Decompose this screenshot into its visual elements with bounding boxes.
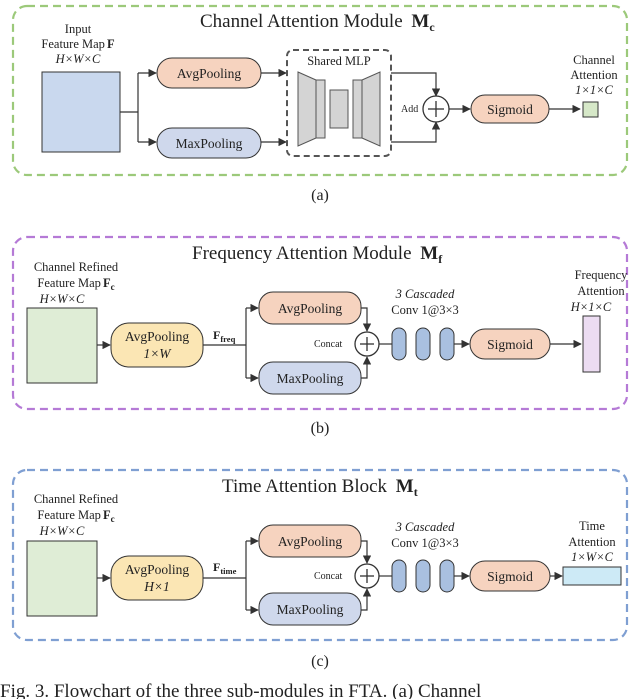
module-b-feature-label: Ffreq	[213, 328, 236, 344]
module-c-input-dims: H×W×C	[39, 524, 85, 538]
module-a-sigmoid-node: Sigmoid	[470, 94, 550, 124]
module-b-input-label-1: Channel Refined	[34, 260, 119, 274]
module-c-input-feature-map	[26, 540, 98, 617]
module-c-sigmoid-node: Sigmoid	[469, 560, 551, 592]
figure-footer-text: Fig. 3. Flowchart of the three sub-modul…	[0, 681, 481, 699]
caption-c: (c)	[311, 653, 329, 670]
module-b-conv-cell	[439, 327, 455, 361]
module-b-border	[11, 235, 629, 411]
module-b-avgpool-label: AvgPooling	[278, 301, 343, 316]
module-a-add-node	[422, 95, 450, 123]
module-c-conv-cell	[415, 559, 431, 593]
module-c-conv-stack	[391, 559, 455, 593]
module-b-input-feature-map	[26, 307, 98, 384]
module-c-feature-label: Ftime	[213, 560, 237, 576]
module-a-out-label-2: Attention	[570, 68, 618, 82]
module-b-sigmoid-label: Sigmoid	[487, 337, 533, 352]
module-a-avgpool-label: AvgPooling	[177, 66, 242, 81]
module-c-border	[11, 468, 629, 642]
module-c-out-dims: 1×W×C	[571, 550, 614, 564]
module-b-main-avgpool-node: AvgPooling 1×W	[110, 322, 204, 368]
module-a-out-label-1: Channel	[573, 53, 615, 67]
module-c-maxpool-node: MaxPooling	[258, 592, 362, 626]
module-c-conv-label-2: Conv 1@3×3	[391, 536, 459, 550]
module-a-title: Channel Attention Module Mc	[200, 11, 435, 34]
module-c-avgpool-node: AvgPooling	[258, 524, 362, 558]
module-b-frequency-attention-output	[582, 315, 601, 373]
module-c-avgpool-label: AvgPooling	[278, 534, 343, 549]
module-a-input-feature-map	[41, 71, 121, 153]
module-c-concat-label: Concat	[314, 571, 343, 582]
module-b-conv-stack	[391, 327, 455, 361]
module-b-conv-cell	[415, 327, 431, 361]
module-a-input-label-1: Input	[65, 22, 92, 36]
module-c-out-label-1: Time	[579, 519, 605, 533]
module-c-main-avgpool-dims: H×1	[143, 579, 170, 594]
module-b-conv-cell	[391, 327, 407, 361]
caption-a: (a)	[311, 187, 329, 204]
module-c-input-label-1: Channel Refined	[34, 492, 119, 506]
module-b-conv-label-1: 3 Cascaded	[395, 287, 455, 301]
channel-attention-module: Channel Attention Module Mc Input Featur…	[11, 4, 629, 177]
module-c-main-avgpool-node: AvgPooling H×1	[110, 555, 204, 601]
module-b-out-label-1: Frequency	[575, 268, 629, 282]
module-b-main-avgpool-label: AvgPooling	[125, 329, 190, 344]
module-c-out-label-2: Attention	[568, 535, 616, 549]
caption-b: (b)	[311, 420, 330, 437]
module-b-main-avgpool-dims: 1×W	[143, 346, 172, 361]
module-c-concat-node	[354, 563, 380, 589]
module-a-maxpool-label: MaxPooling	[176, 136, 243, 151]
module-a-avgpool-node: AvgPooling	[156, 57, 262, 89]
module-b-sigmoid-node: Sigmoid	[469, 328, 551, 360]
module-a-border	[11, 4, 629, 177]
module-b-conv-label-2: Conv 1@3×3	[391, 303, 459, 317]
module-c-conv-cell	[391, 559, 407, 593]
module-c-time-attention-output	[562, 566, 622, 586]
module-b-title: Frequency Attention Module Mf	[192, 243, 443, 266]
module-b-concat-label: Concat	[314, 339, 343, 350]
frequency-attention-module: Frequency Attention Module Mf Channel Re…	[11, 235, 629, 411]
module-a-sigmoid-label: Sigmoid	[487, 102, 533, 117]
module-a-channel-attention-output	[582, 101, 599, 118]
module-a-out-dims: 1×1×C	[575, 83, 613, 97]
module-a-input-dims: H×W×C	[55, 52, 101, 66]
module-c-conv-label-1: 3 Cascaded	[395, 520, 455, 534]
module-c-conv-cell	[439, 559, 455, 593]
module-c-title: Time Attention Block Mt	[222, 476, 418, 499]
module-b-avgpool-node: AvgPooling	[258, 291, 362, 325]
module-b-maxpool-label: MaxPooling	[277, 371, 344, 386]
module-b-maxpool-node: MaxPooling	[258, 361, 362, 395]
module-c-sigmoid-label: Sigmoid	[487, 569, 533, 584]
module-a-mlp-label: Shared MLP	[307, 54, 371, 68]
module-c-main-avgpool-label: AvgPooling	[125, 562, 190, 577]
module-c-maxpool-label: MaxPooling	[277, 602, 344, 617]
time-attention-block: Time Attention Block Mt Channel Refined …	[11, 468, 629, 642]
module-a-maxpool-node: MaxPooling	[156, 127, 262, 159]
module-a-add-label: Add	[401, 104, 418, 115]
module-a-shared-mlp: Shared MLP	[286, 49, 392, 157]
module-b-input-dims: H×W×C	[39, 292, 85, 306]
module-b-out-dims: H×1×C	[570, 300, 612, 314]
module-b-concat-node	[354, 331, 380, 357]
module-b-out-label-2: Attention	[577, 284, 625, 298]
